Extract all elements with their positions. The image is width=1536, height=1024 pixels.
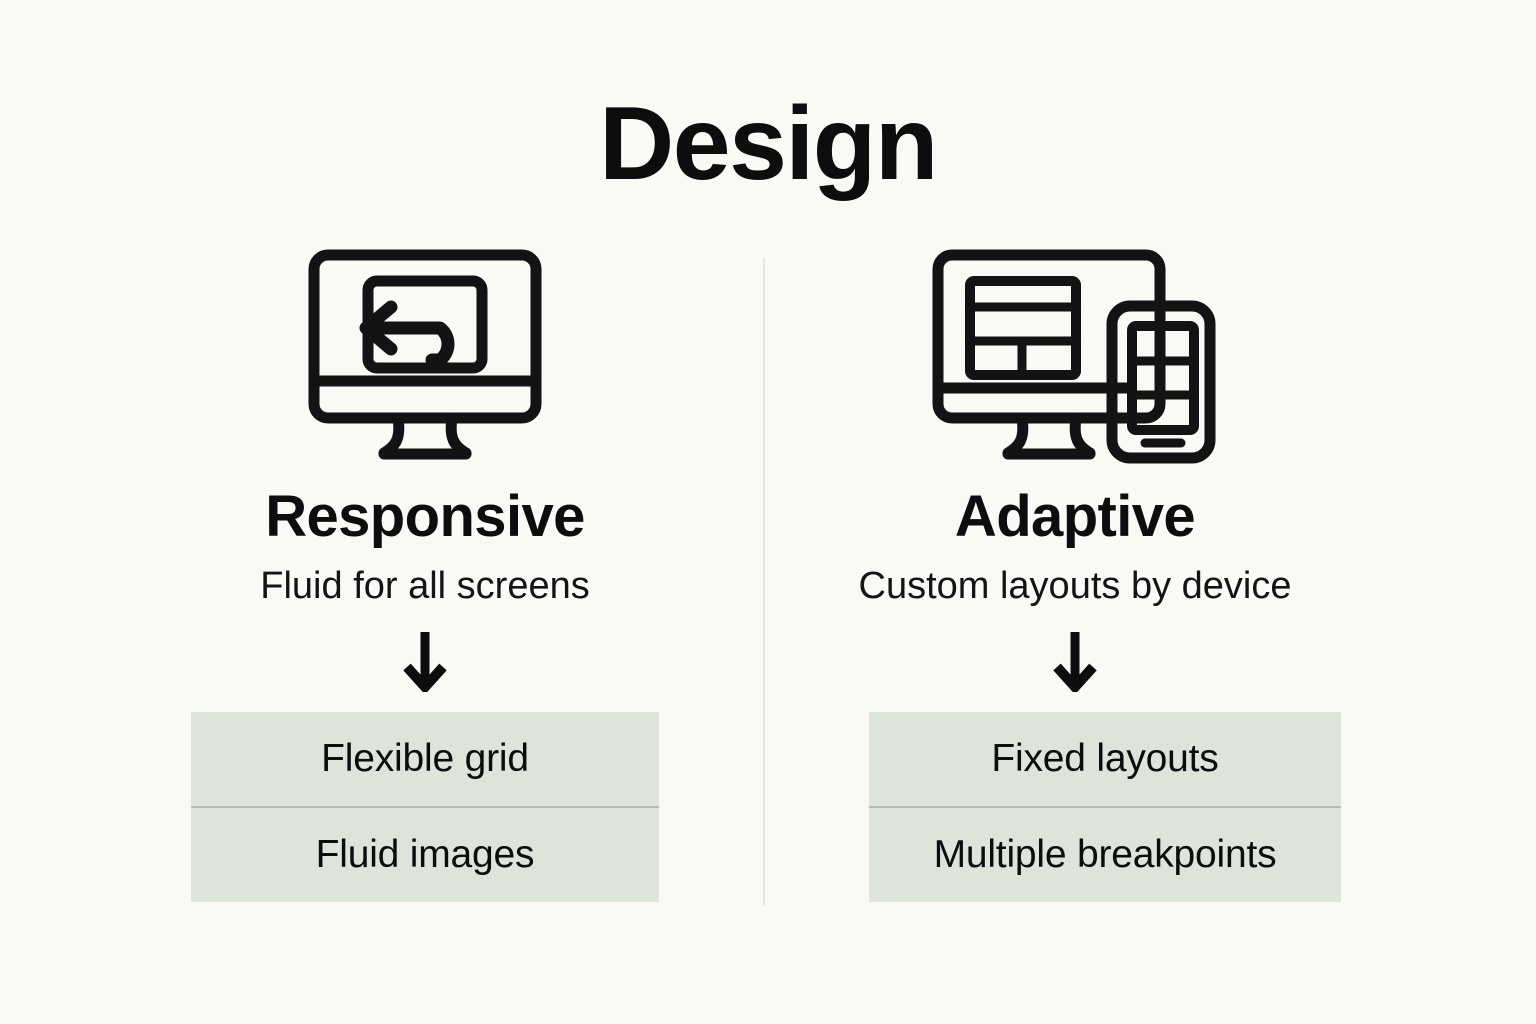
down-arrow-icon bbox=[765, 630, 1385, 692]
tag-stack-adaptive: Fixed layouts Multiple breakpoints bbox=[869, 712, 1341, 902]
monitor-reflow-arrow-icon bbox=[115, 240, 735, 472]
column-subtitle: Custom layouts by device bbox=[858, 565, 1292, 607]
tag-box[interactable]: Fixed layouts bbox=[869, 712, 1341, 806]
column-subtitle: Fluid for all screens bbox=[260, 565, 590, 607]
tag-stack-responsive: Flexible grid Fluid images bbox=[191, 712, 659, 902]
tag-box[interactable]: Multiple breakpoints bbox=[869, 806, 1341, 902]
column-divider bbox=[763, 258, 765, 906]
column-responsive: Responsive Fluid for all screens bbox=[115, 240, 735, 692]
tag-box[interactable]: Fluid images bbox=[191, 806, 659, 902]
monitor-and-phone-layout-icon bbox=[765, 240, 1385, 472]
column-heading: Adaptive bbox=[954, 484, 1196, 549]
column-heading: Responsive bbox=[265, 484, 585, 549]
column-adaptive: Adaptive Custom layouts by device bbox=[765, 240, 1385, 692]
down-arrow-icon bbox=[115, 630, 735, 692]
tag-box[interactable]: Flexible grid bbox=[191, 712, 659, 806]
page-title: Design bbox=[599, 86, 938, 202]
